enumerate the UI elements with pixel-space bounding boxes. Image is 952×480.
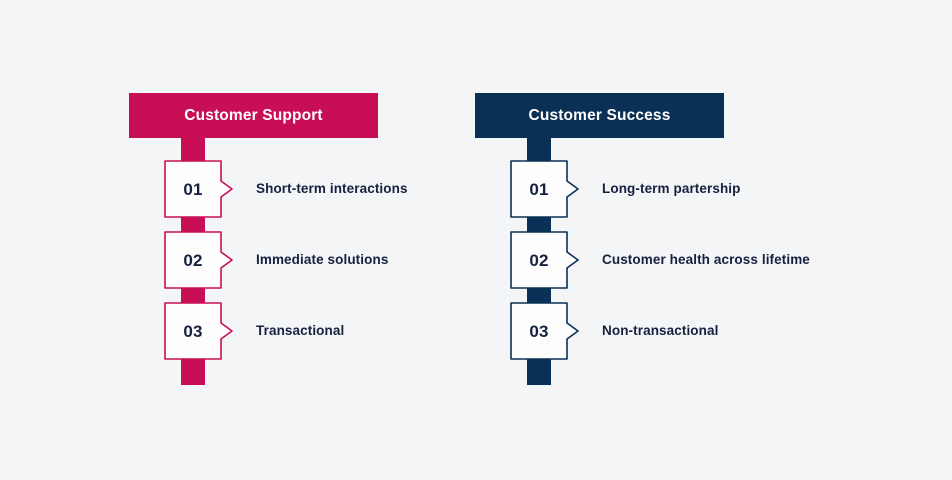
step-row: 02 Immediate solutions (129, 231, 388, 289)
step-number-card[interactable]: 02 (510, 231, 579, 289)
step-label: Short-term interactions (256, 181, 408, 197)
step-row: 01 Short-term interactions (129, 160, 408, 218)
header-title-customer-support: Customer Support (184, 106, 323, 124)
header-bar-customer-success[interactable]: Customer Success (475, 93, 724, 138)
step-card-shape (510, 231, 579, 289)
step-number: 01 (183, 179, 203, 199)
step-row: 03 Transactional (129, 302, 344, 360)
step-number-card[interactable]: 01 (164, 160, 233, 218)
step-label: Long-term partership (602, 181, 741, 197)
header-bar-shape (129, 93, 378, 138)
header-bar-customer-support[interactable]: Customer Support (129, 93, 378, 138)
step-card-shape (510, 160, 579, 218)
step-card-outline (510, 160, 579, 218)
step-card-shape (164, 231, 233, 289)
step-card-outline (510, 302, 579, 360)
step-number-card[interactable]: 03 (164, 302, 233, 360)
step-card-outline (164, 160, 233, 218)
step-label: Transactional (256, 323, 345, 339)
step-number-card[interactable]: 02 (164, 231, 233, 289)
step-label: Customer health across lifetime (602, 252, 810, 268)
header-title-customer-success: Customer Success (528, 106, 671, 124)
step-card-shape (510, 302, 579, 360)
header-bar-shape (475, 93, 724, 138)
header-bar-fill (129, 93, 378, 138)
step-label: Immediate solutions (256, 252, 389, 268)
step-card-shape (164, 160, 233, 218)
step-label: Non-transactional (602, 323, 719, 339)
step-number-card[interactable]: 01 (510, 160, 579, 218)
step-row: 02 Customer health across lifetime (475, 231, 810, 289)
step-card-shape (164, 302, 233, 360)
step-number: 03 (529, 321, 549, 341)
step-number: 02 (529, 250, 549, 270)
step-number: 02 (183, 250, 203, 270)
step-card-outline (164, 231, 233, 289)
step-row: 01 Long-term partership (475, 160, 741, 218)
step-number: 01 (529, 179, 549, 199)
step-number: 03 (183, 321, 203, 341)
step-card-outline (164, 302, 233, 360)
step-card-outline (510, 231, 579, 289)
header-bar-fill (475, 93, 724, 138)
step-row: 03 Non-transactional (475, 302, 718, 360)
step-number-card[interactable]: 03 (510, 302, 579, 360)
